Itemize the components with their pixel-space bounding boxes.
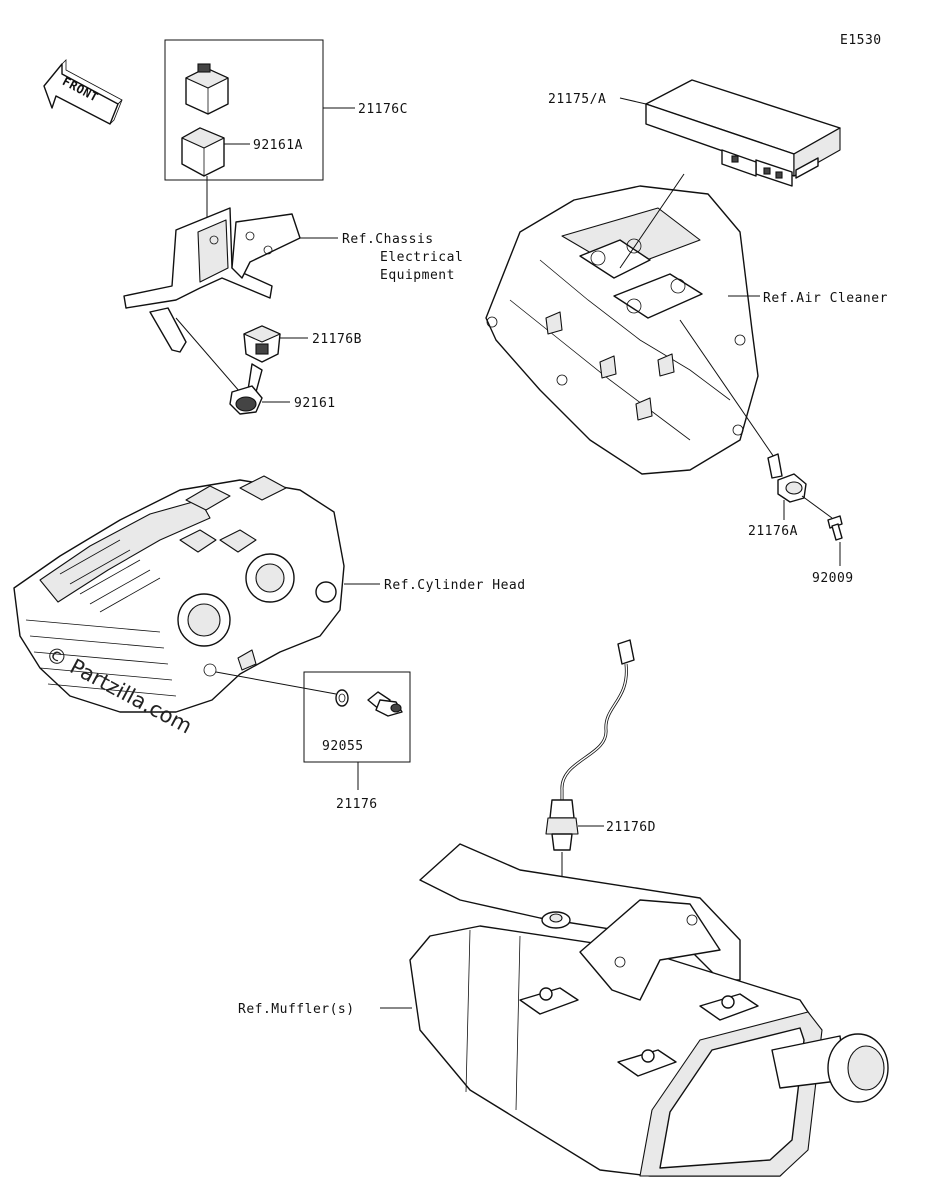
- relay-socket-part: [181, 127, 225, 177]
- box-21176: [303, 671, 411, 763]
- relay-part: [185, 63, 229, 115]
- muffler: [409, 843, 889, 1177]
- label-21176A: 21176A: [748, 524, 798, 539]
- label-21176D: 21176D: [606, 820, 656, 835]
- diagram-code: E1530: [840, 33, 882, 48]
- label-92009: 92009: [812, 571, 854, 586]
- label-ref-mufflers: Ref.Muffler(s): [238, 1002, 355, 1017]
- air-cleaner-housing: [485, 173, 759, 475]
- oxygen-sensor-21176D: [545, 639, 635, 851]
- label-ref-air-cleaner: Ref.Air Cleaner: [763, 291, 888, 306]
- label-21175A: 21175/A: [548, 92, 606, 107]
- label-ref-chassis-2: Electrical: [380, 250, 463, 265]
- label-ref-chassis-3: Equipment: [380, 268, 455, 283]
- label-21176B: 21176B: [312, 332, 362, 347]
- front-arrow-icon: FRONT: [43, 59, 123, 125]
- label-ref-chassis-1: Ref.Chassis: [342, 232, 434, 247]
- label-21176: 21176: [336, 797, 378, 812]
- screw-92009: [827, 515, 843, 541]
- label-92161: 92161: [294, 396, 336, 411]
- label-ref-cylinder-head: Ref.Cylinder Head: [384, 578, 526, 593]
- connector-21176B: [243, 325, 281, 363]
- cylinder-head: [13, 475, 345, 713]
- label-92161A: 92161A: [253, 138, 303, 153]
- label-92055: 92055: [322, 739, 364, 754]
- temp-sensor-21176: [367, 691, 403, 717]
- sensor-21176A: [767, 453, 807, 503]
- label-21176C: 21176C: [358, 102, 408, 117]
- sensor-92161: [175, 317, 263, 415]
- box-21176C: [164, 39, 324, 181]
- ecu-module: [645, 79, 841, 187]
- washer-92055: [335, 689, 349, 707]
- chassis-bracket: [123, 207, 301, 353]
